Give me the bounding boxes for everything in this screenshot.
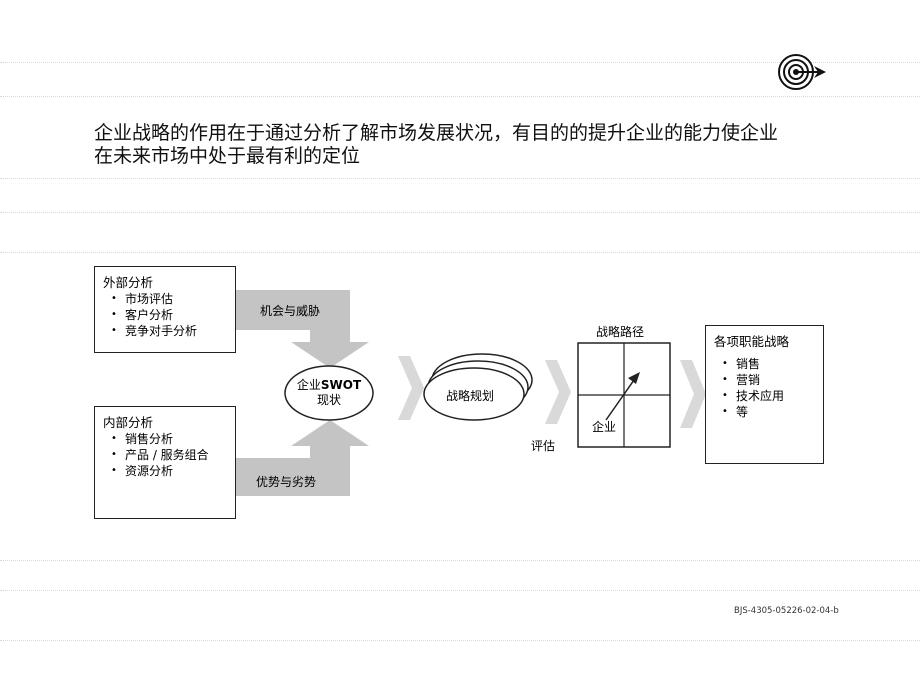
internal-analysis-title: 内部分析 [103,415,154,430]
evaluate-label: 评估 [531,439,556,453]
list-item: 营销 [714,372,823,388]
dotted-rule [0,212,920,213]
headline: 企业战略的作用在于通过分析了解市场发展状况，有目的的提升企业的能力使企业 在未来… [94,122,854,168]
swot-line-2: 现状 [316,393,341,407]
planning-ellipse-front [423,367,525,421]
strengths-weaknesses-label: 优势与劣势 [256,475,317,489]
external-analysis-list: 市场评估 客户分析 竞争对手分析 [103,291,235,339]
internal-analysis-box: 内部分析 销售分析 产品 / 服务组合 资源分析 [94,406,236,519]
list-item: 销售分析 [103,431,235,447]
swot-acronym: SWOT [320,378,362,392]
list-item: 市场评估 [103,291,235,307]
functional-strategies-list: 销售 营销 技术应用 等 [714,356,823,420]
strategy-path-arrow [605,379,635,421]
swot-label: 企业SWOT 现状 [296,378,362,408]
functional-strategies-title: 各项职能战略 [714,334,790,349]
list-item: 技术应用 [714,388,823,404]
target-bullseye-icon [778,54,826,90]
chevron-arrow-2 [545,360,571,424]
headline-line-1: 企业战略的作用在于通过分析了解市场发展状况，有目的的提升企业的能力使企业 [94,122,779,144]
list-item: 等 [714,404,823,420]
external-analysis-box: 外部分析 市场评估 客户分析 竞争对手分析 [94,266,236,353]
external-analysis-title: 外部分析 [103,275,154,290]
dotted-rule [0,560,920,561]
swot-ellipse [284,365,374,421]
dotted-rule [0,590,920,591]
strategy-planning-label: 战略规划 [446,389,495,403]
strategy-path-corner-label: 企业 [592,420,617,434]
swot-prefix: 企业 [296,378,321,392]
dotted-rule [0,178,920,179]
functional-strategies-box: 各项职能战略 销售 营销 技术应用 等 [705,325,824,464]
document-code: BJS-4305-05226-02-04-b [734,606,839,616]
chevron-arrow-3 [680,360,706,428]
list-item: 资源分析 [103,463,235,479]
dotted-rule [0,96,920,97]
opportunities-threats-label: 机会与威胁 [260,304,321,318]
strategy-path-title: 战略路径 [596,325,645,339]
dotted-rule [0,62,920,63]
dotted-rule [0,640,920,641]
list-item: 竞争对手分析 [103,323,235,339]
chevron-arrow-1 [398,356,424,420]
strengths-weaknesses-arrow [236,420,369,496]
internal-analysis-list: 销售分析 产品 / 服务组合 资源分析 [103,431,235,479]
opportunities-threats-arrow [236,290,369,368]
list-item: 产品 / 服务组合 [103,447,235,463]
headline-line-2: 在未来市场中处于最有利的定位 [94,145,361,167]
list-item: 销售 [714,356,823,372]
dotted-rule [0,252,920,253]
list-item: 客户分析 [103,307,235,323]
